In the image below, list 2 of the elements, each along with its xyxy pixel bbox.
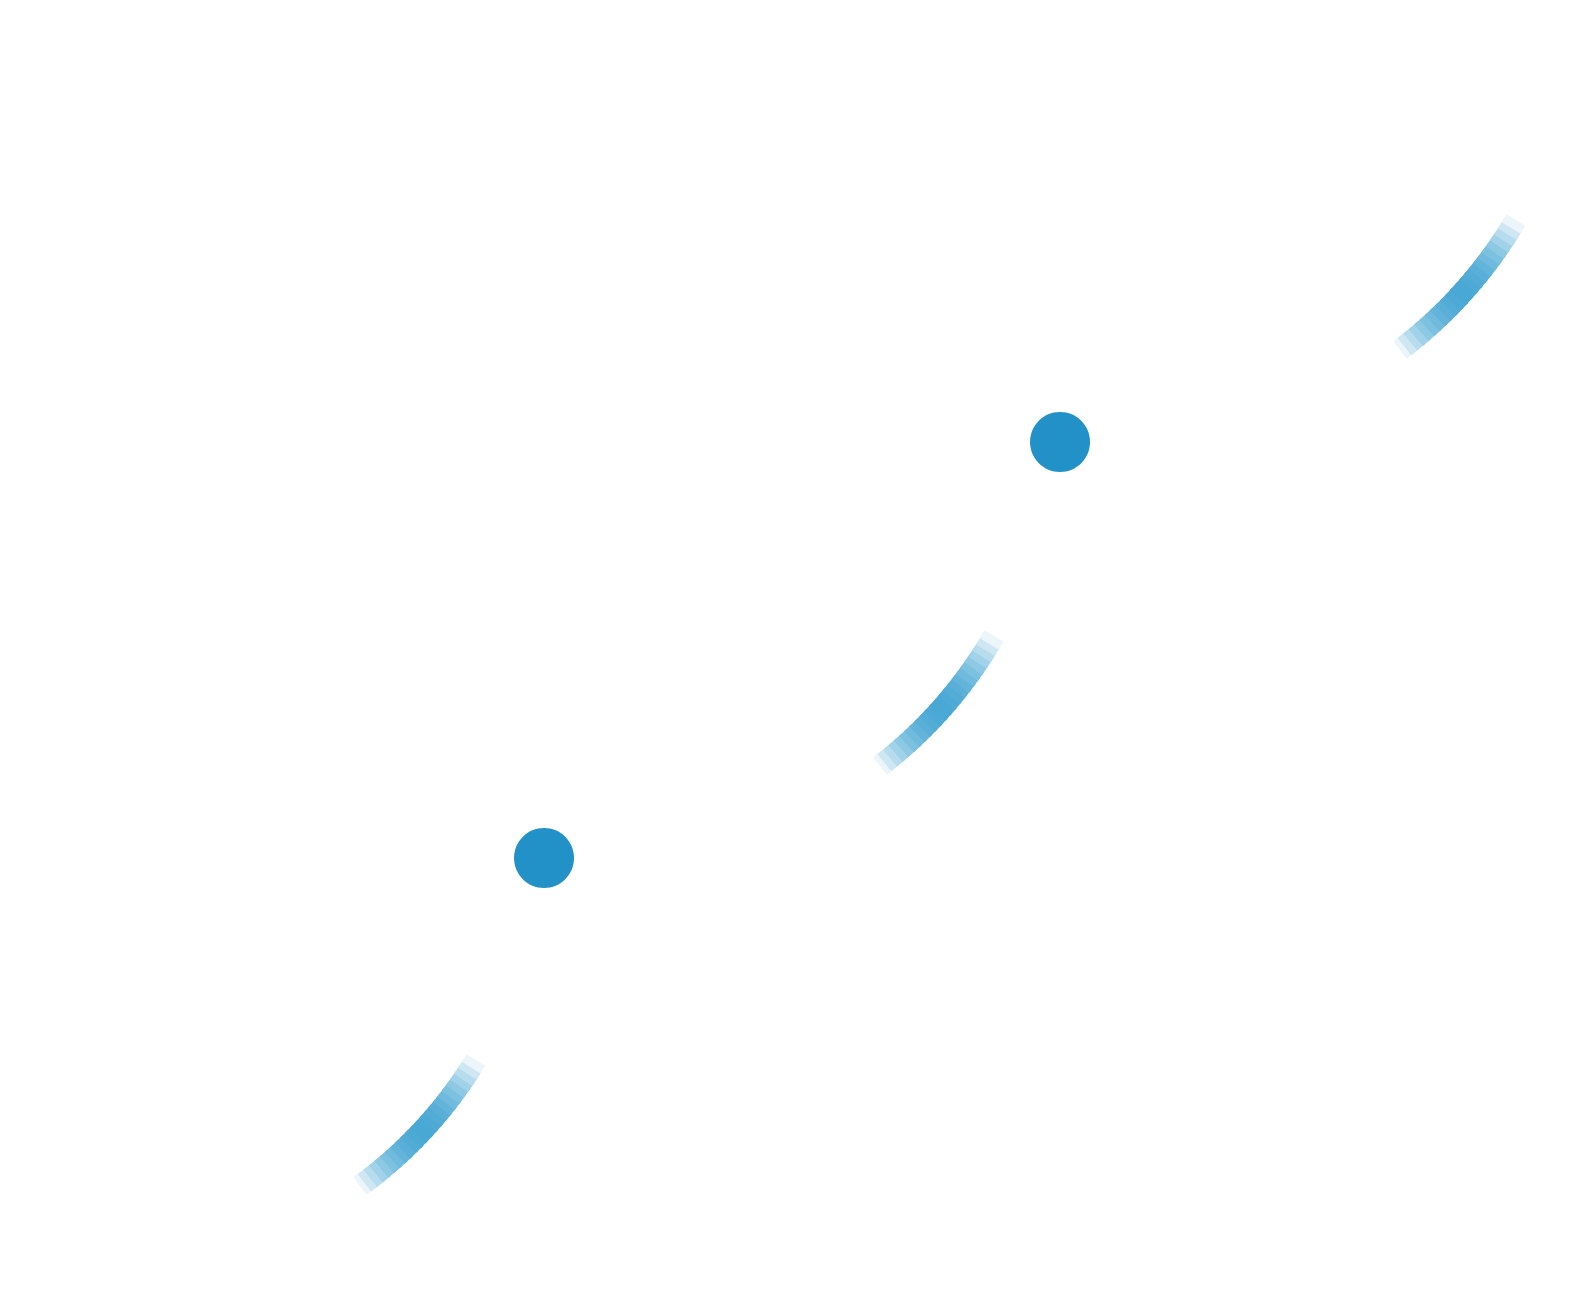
dot: [514, 828, 574, 888]
dot: [1030, 412, 1090, 472]
